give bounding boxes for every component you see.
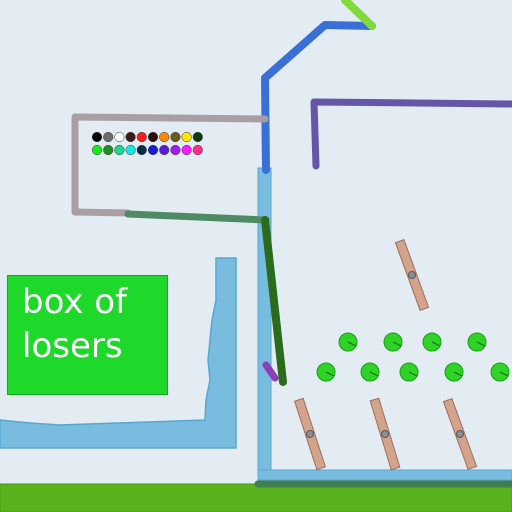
lime-bar [341,0,376,30]
color-swatch-icon[interactable] [136,131,147,143]
color-swatch-icon[interactable] [170,144,181,156]
color-swatch-icon[interactable] [103,144,114,156]
color-palette[interactable] [91,131,203,156]
water-channel [257,167,272,477]
dark-green-wall [261,216,287,386]
peg-circle-icon [360,362,380,382]
pivot-dot-icon [456,430,464,438]
water-container [0,257,237,449]
color-swatch-icon[interactable] [136,144,147,156]
rotating-plank[interactable] [394,238,430,312]
color-swatch-icon[interactable] [114,131,125,143]
color-swatch-icon[interactable] [125,144,136,156]
pivot-dot-icon [306,430,314,438]
color-swatch-icon[interactable] [91,131,103,143]
rotating-plank[interactable] [369,397,401,471]
color-swatch-icon[interactable] [114,144,125,156]
peg-circle-icon [444,362,464,382]
peg-circle-icon [399,362,419,382]
sign-text-line2: losers [22,326,123,366]
color-swatch-icon[interactable] [181,131,192,143]
peg-circle-icon [383,332,403,352]
rotating-plank[interactable] [293,397,327,471]
purple-flipper[interactable] [262,361,279,382]
color-swatch-icon[interactable] [159,131,170,143]
green-wall [124,210,270,224]
blue-wall [261,21,376,174]
water-floor [257,469,512,481]
color-swatch-icon[interactable] [91,144,103,156]
color-swatch-icon[interactable] [147,144,159,156]
color-swatch-icon[interactable] [192,144,203,156]
peg-circle-icon [422,332,442,352]
color-swatch-icon[interactable] [159,144,170,156]
peg-circle-icon [467,332,487,352]
color-swatch-icon[interactable] [103,131,114,143]
gray-wall [71,113,269,217]
color-swatch-icon[interactable] [125,131,136,143]
ground [0,483,512,512]
color-swatch-icon[interactable] [192,131,203,143]
rotating-planks[interactable] [293,238,478,471]
peg-circle-icon [316,362,336,382]
peg-field [316,332,510,382]
pivot-dot-icon [408,271,416,279]
pivot-dot-icon [381,430,389,438]
peg-circle-icon [490,362,510,382]
rotating-plank[interactable] [442,397,478,471]
color-swatch-icon[interactable] [170,131,181,143]
purple-wall [310,98,512,170]
peg-circle-icon [338,332,358,352]
color-swatch-icon[interactable] [147,131,159,143]
sign-text-line1: box of [22,282,128,322]
color-swatch-icon[interactable] [181,144,192,156]
